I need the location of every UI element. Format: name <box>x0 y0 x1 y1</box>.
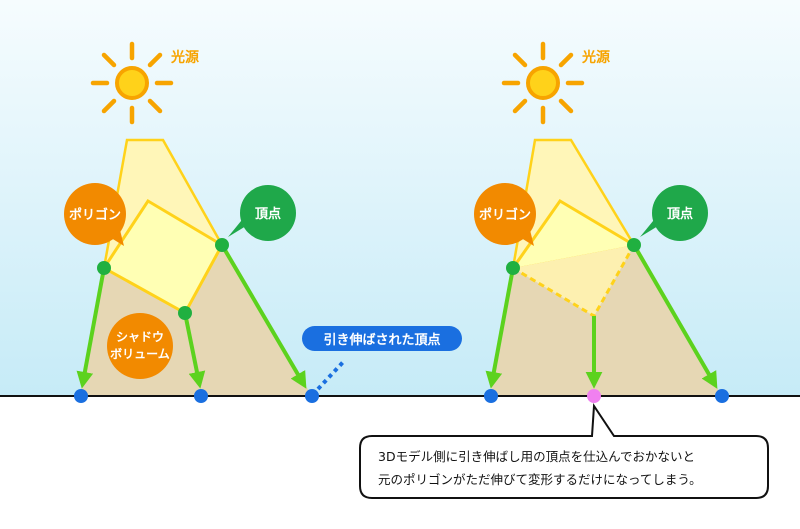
polygon-callout-right: ポリゴン <box>474 183 536 246</box>
arrow-right-3 <box>632 243 718 389</box>
note-bubble: 3Dモデル側に引き伸ばし用の頂点を仕込んでおかないと 元のポリゴンがただ伸びて変… <box>359 402 769 499</box>
note-line2: 元のポリゴンがただ伸びて変形するだけになってしまう。 <box>378 472 702 487</box>
vertex-green-left-2 <box>178 306 192 320</box>
vertex-label-right: 頂点 <box>667 206 693 222</box>
polygon-right-edge <box>511 198 635 269</box>
vertex-green-left-3 <box>215 238 229 252</box>
vertex-blue-left-1 <box>74 389 88 403</box>
vertex-blue-left-3 <box>305 389 319 403</box>
note-bubble-shape <box>359 402 769 499</box>
arrow-left-1 <box>76 267 106 389</box>
stretched-vertex-label: 引き伸ばされた頂点 <box>323 332 440 348</box>
vertex-blue-right-1 <box>484 389 498 403</box>
vertex-pink-right <box>587 389 601 403</box>
shadow-volume-callout: シャドウ ボリューム <box>107 313 173 379</box>
sun-icon <box>90 41 174 125</box>
vertex-green-right-2 <box>627 238 641 252</box>
vertex-blue-right-2 <box>715 389 729 403</box>
arrow-left-2 <box>183 312 206 389</box>
light-source-label-right: 光源 <box>581 49 610 66</box>
arrow-left-3 <box>220 243 307 389</box>
note-line1: 3Dモデル側に引き伸ばし用の頂点を仕込んでおかないと <box>378 449 695 464</box>
polygon-right-fill <box>513 201 634 268</box>
light-source-label-left: 光源 <box>170 49 199 66</box>
stretched-vertex-dotted-line <box>316 358 347 391</box>
polygon-callout-left: ポリゴン <box>64 183 126 246</box>
vertex-green-right-1 <box>506 261 520 275</box>
shadow-volume-right <box>490 245 722 396</box>
vertex-callout-right: 頂点 <box>640 185 708 241</box>
vertex-label-left: 頂点 <box>255 206 281 222</box>
stretched-vertex-callout: 引き伸ばされた頂点 <box>302 326 462 391</box>
vertex-blue-left-2 <box>194 389 208 403</box>
arrow-right-1 <box>485 267 515 389</box>
right-diagram: 光源 ポリゴン 頂点 <box>474 41 722 396</box>
shadow-volume-label-line2: ボリューム <box>110 346 170 361</box>
polygon-label-left: ポリゴン <box>69 207 121 223</box>
left-diagram: 光源 ポリゴン 頂点 シャドウ ボリューム 引き伸ばされた頂点 <box>64 41 462 396</box>
shadow-volume-label-line1: シャドウ <box>116 330 164 344</box>
vertex-green-left-1 <box>97 261 111 275</box>
sun-icon <box>501 41 585 125</box>
polygon-label-right: ポリゴン <box>479 207 531 223</box>
vertex-callout-left: 頂点 <box>228 185 296 241</box>
